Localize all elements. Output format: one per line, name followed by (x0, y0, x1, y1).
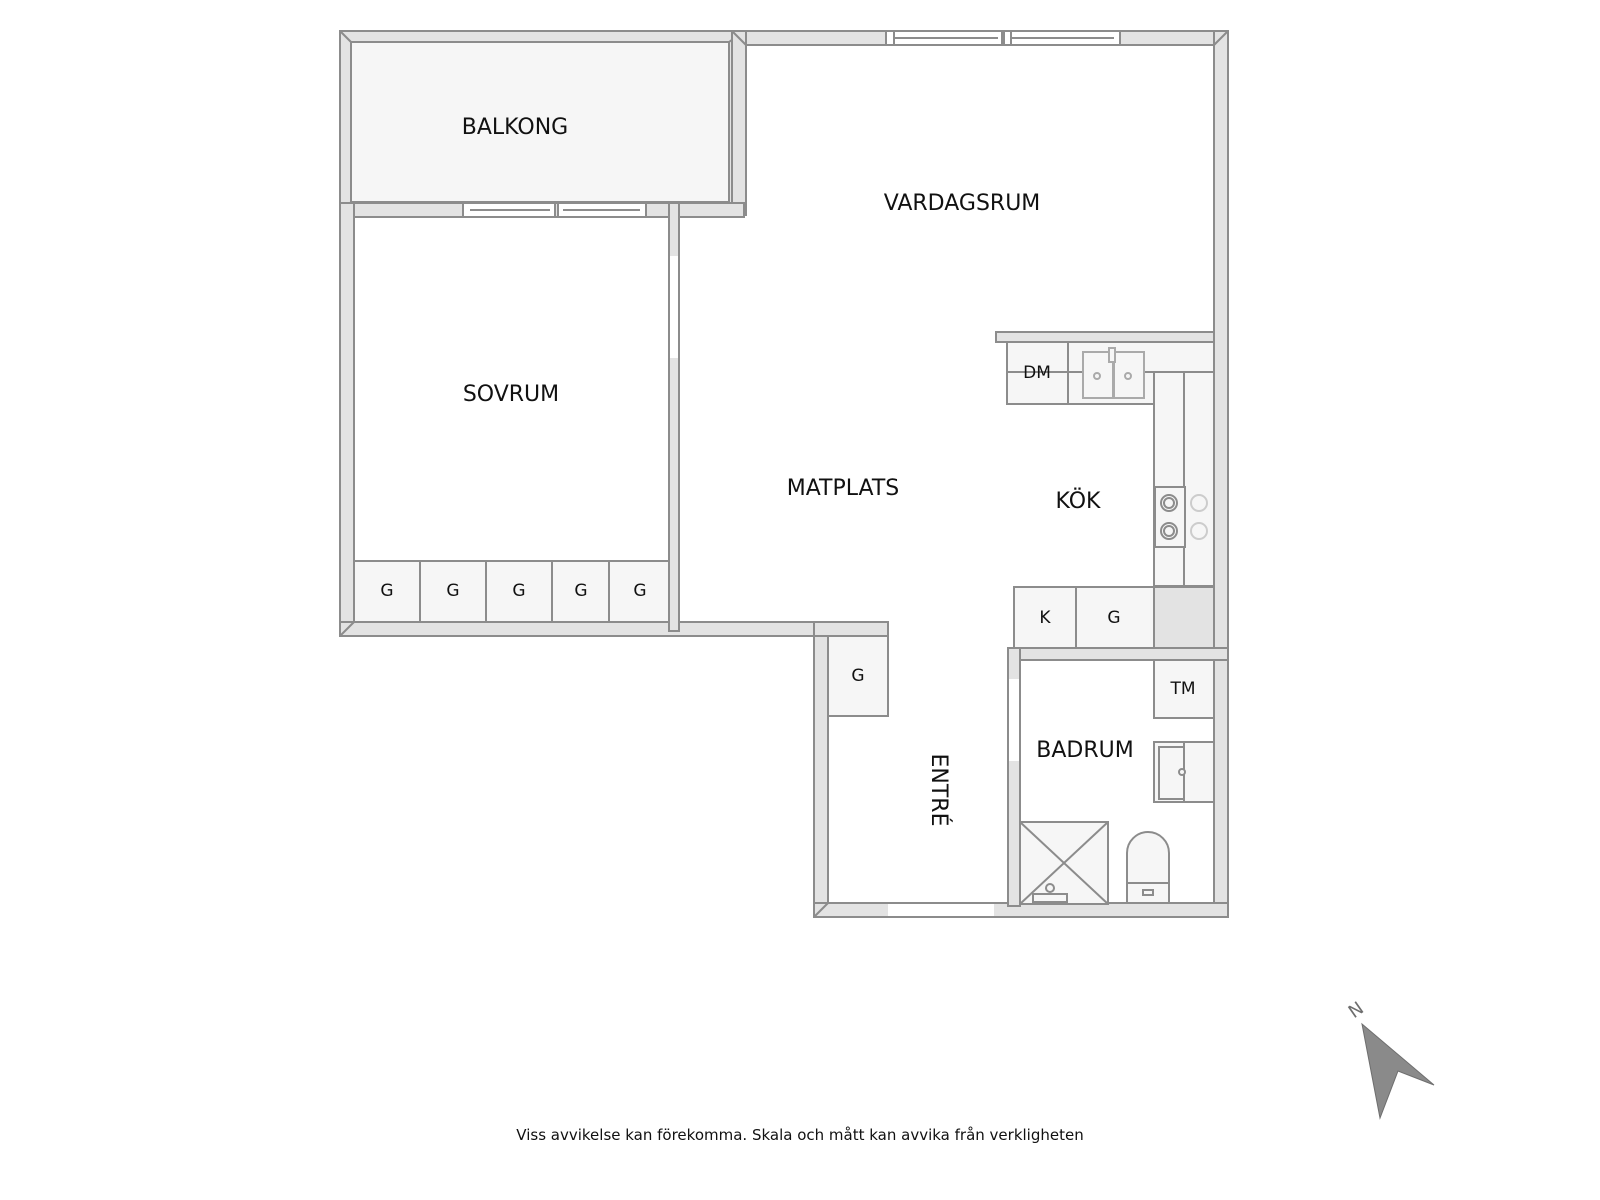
fixture-label-dishwasher: DM (1023, 363, 1051, 383)
fixture-label-kitchen-wardrobe: G (1107, 608, 1120, 628)
room-label-matplats: MATPLATS (787, 476, 900, 501)
stove (1154, 486, 1208, 548)
room-label-balkong: BALKONG (462, 115, 568, 140)
entry-door[interactable] (888, 904, 994, 916)
entry-wardrobe (827, 635, 889, 717)
bedroom-partition (668, 202, 680, 632)
window-top (885, 30, 1121, 46)
room-label-sovrum: SOVRUM (463, 382, 559, 407)
disclaimer-text: Viss avvikelse kan förekomma. Skala och … (516, 1126, 1084, 1144)
fixture-label-bedroom-wardrobe: G (633, 581, 646, 601)
fixture-label-bedroom-wardrobe: G (574, 581, 587, 601)
kitchen-sink (1082, 347, 1145, 399)
compass-north-label: N (1345, 998, 1368, 1023)
fixture-label-bedroom-wardrobe: G (380, 581, 393, 601)
bedroom-wardrobes (353, 560, 670, 623)
window-bedroom (462, 202, 647, 218)
fixture-label-washing-machine: TM (1169, 679, 1195, 699)
fixture-label-fridge: K (1039, 608, 1051, 628)
compass: N (1345, 998, 1435, 1120)
room-label-entre: ENTRÉ (926, 754, 952, 827)
room-label-kok: KÖK (1056, 488, 1102, 514)
bathroom-fixtures (1019, 659, 1215, 905)
room-label-badrum: BADRUM (1036, 738, 1133, 763)
bathroom-walls (1007, 647, 1229, 907)
fixture-label-entry-wardrobe: G (851, 666, 864, 686)
kitchen-cabinets (1013, 586, 1215, 649)
fixture-label-bedroom-wardrobe: G (512, 581, 525, 601)
north-arrow-icon (1361, 1022, 1435, 1120)
room-label-vardagsrum: VARDAGSRUM (884, 191, 1041, 216)
fixture-label-bedroom-wardrobe: G (446, 581, 459, 601)
